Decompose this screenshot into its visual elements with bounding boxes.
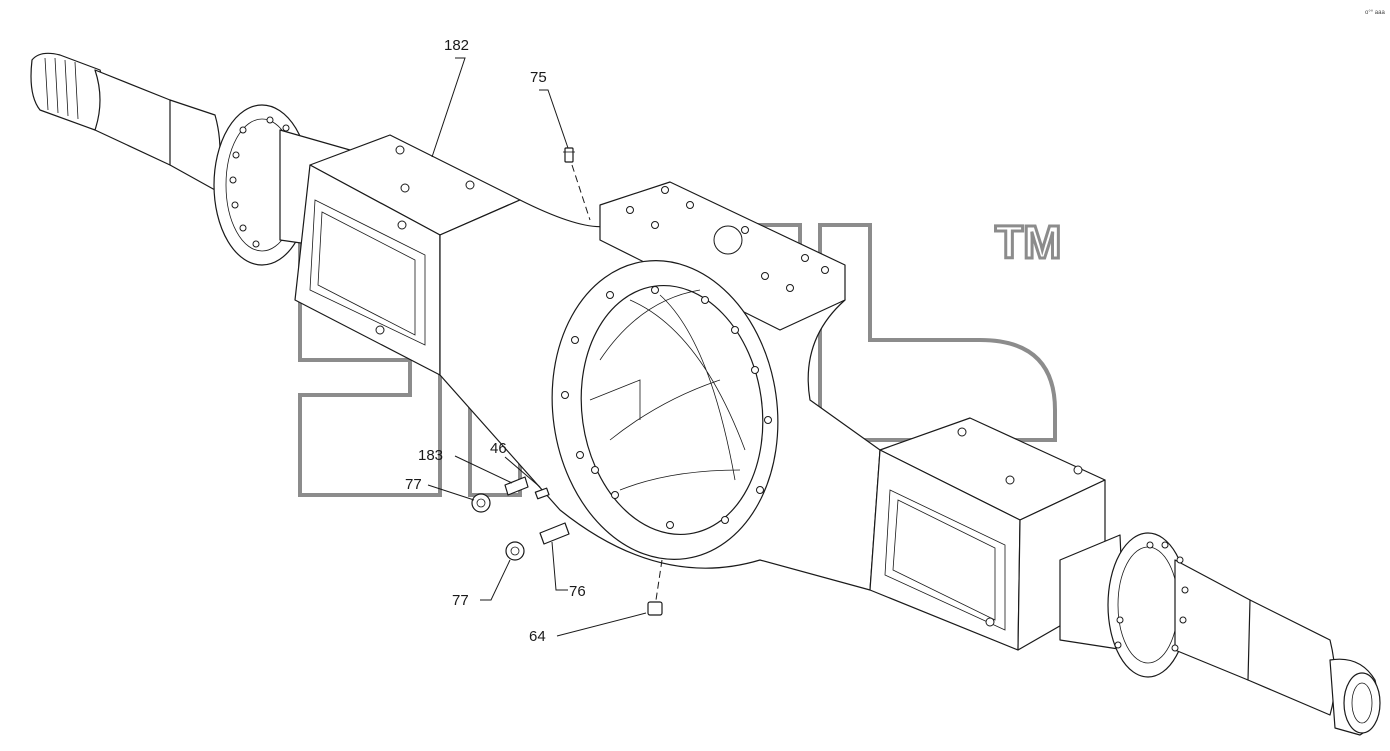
callout-64: 64 — [529, 628, 546, 645]
callout-46: 46 — [490, 440, 507, 457]
callout-labels: 182 75 183 46 77 77 76 64 о°° ааа — [405, 10, 1385, 645]
callout-75: 75 — [530, 69, 547, 86]
corner-mark: о°° ааа — [1365, 10, 1385, 16]
nut-77-upper — [471, 493, 491, 513]
callout-77-upper: 77 — [405, 476, 422, 493]
plug-64 — [647, 559, 663, 616]
leader-lines — [427, 57, 647, 637]
callout-77-lower: 77 — [452, 592, 469, 609]
watermark-trademark: TM — [995, 216, 1061, 268]
stud-183 — [504, 476, 529, 496]
callout-182: 182 — [444, 37, 469, 54]
right-spindle — [1059, 532, 1381, 736]
pin-46 — [534, 487, 550, 500]
callout-183: 183 — [418, 447, 443, 464]
breather-75 — [563, 147, 591, 221]
nut-77-lower — [505, 541, 525, 561]
center-housing — [439, 181, 881, 591]
stud-76 — [539, 522, 570, 545]
callout-76: 76 — [569, 583, 586, 600]
